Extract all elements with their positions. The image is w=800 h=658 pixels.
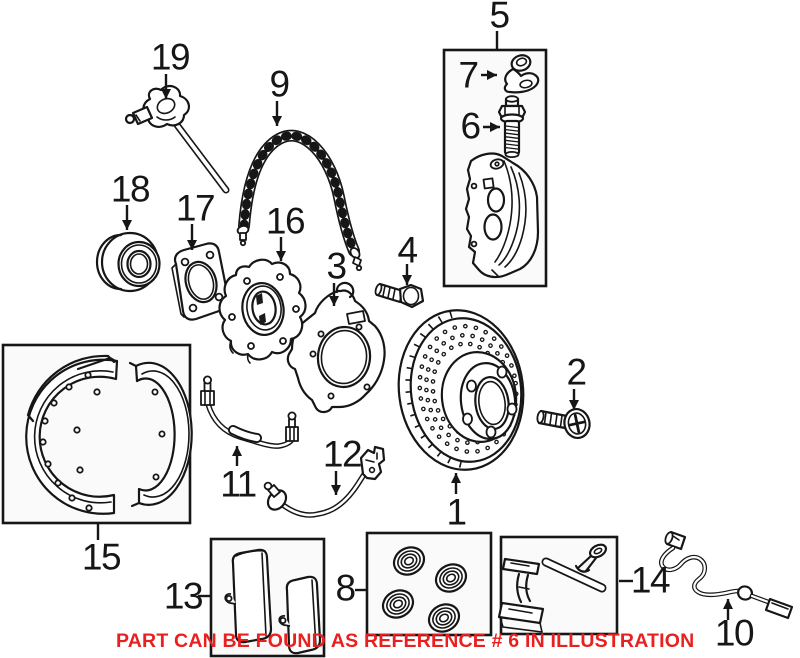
callout-label-6: 6 bbox=[460, 105, 481, 147]
brake-rotor bbox=[397, 309, 525, 471]
callout-label-2: 2 bbox=[566, 351, 587, 393]
callout-label-14: 14 bbox=[630, 559, 671, 601]
wheel-bearing bbox=[95, 231, 161, 293]
callout-label-4: 4 bbox=[397, 229, 418, 271]
wheel-hub bbox=[218, 258, 307, 364]
callout-label-7: 7 bbox=[458, 54, 479, 96]
callout-label-11: 11 bbox=[220, 463, 257, 505]
piston-seal-kit bbox=[381, 546, 468, 633]
callout-label-16: 16 bbox=[265, 200, 306, 242]
callout-label-1: 1 bbox=[446, 491, 467, 533]
callout-label-13: 13 bbox=[163, 575, 204, 617]
brake-pad-set bbox=[224, 548, 322, 655]
callout-label-19: 19 bbox=[150, 36, 191, 78]
caliper-mounting-bolt bbox=[374, 282, 425, 309]
caliper-guide-bolt bbox=[497, 95, 527, 158]
brake-line bbox=[200, 375, 299, 449]
brake-caliper bbox=[464, 152, 540, 279]
abs-wheel-speed-sensor bbox=[659, 530, 794, 620]
callout-label-9: 9 bbox=[269, 63, 290, 105]
callout-label-3: 3 bbox=[326, 245, 347, 287]
callout-label-5: 5 bbox=[489, 0, 510, 36]
parking-brake-shoe-set bbox=[25, 354, 193, 515]
callout-label-8: 8 bbox=[335, 567, 356, 609]
hub-gasket-plate bbox=[171, 242, 230, 321]
reference-notice: PART CAN BE FOUND AS REFERENCE # 6 IN IL… bbox=[116, 630, 695, 652]
pad-retaining-spring-kit bbox=[497, 543, 608, 633]
rotor-set-screw bbox=[536, 407, 591, 440]
callout-label-18: 18 bbox=[110, 168, 151, 210]
callout-label-12: 12 bbox=[322, 433, 363, 475]
callout-label-10: 10 bbox=[714, 612, 755, 654]
retaining-clip bbox=[503, 54, 540, 94]
callout-label-15: 15 bbox=[81, 536, 122, 578]
brake-line-with-bracket bbox=[263, 445, 386, 518]
callout-arrows bbox=[96, 31, 733, 620]
callout-label-17: 17 bbox=[175, 187, 216, 229]
brake-hose bbox=[236, 129, 363, 272]
wheel-speed-sensor bbox=[124, 84, 230, 194]
